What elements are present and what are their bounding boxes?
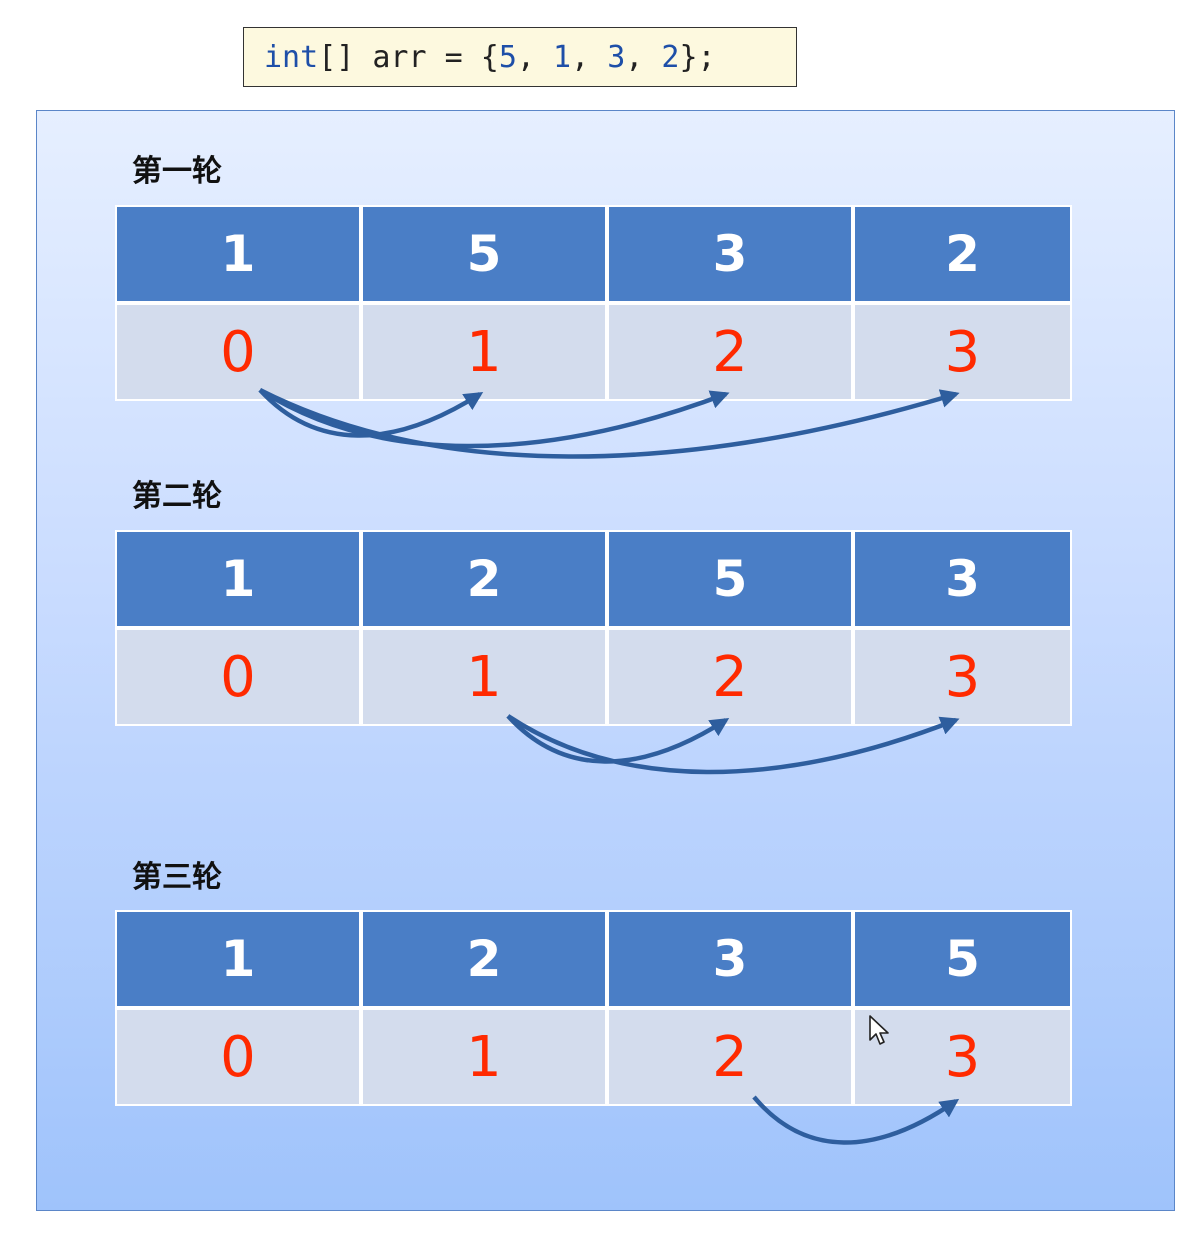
code-value-0: 5	[498, 40, 517, 75]
round-1-value-3: 2	[853, 205, 1072, 303]
code-value-3: 2	[661, 40, 680, 75]
round-3-value-0: 1	[115, 910, 361, 1008]
round-3-index-2: 2	[607, 1008, 853, 1106]
round-3-index-3: 3	[853, 1008, 1072, 1106]
round-1-value-1: 5	[361, 205, 607, 303]
mouse-pointer-icon	[869, 1015, 889, 1045]
round-1-value-0: 1	[115, 205, 361, 303]
code-value-2: 3	[607, 40, 626, 75]
round-2-value-2: 5	[607, 530, 853, 628]
round-1-label: 第一轮	[132, 154, 222, 189]
round-1-index-0: 0	[115, 303, 361, 401]
round-3-index-1: 1	[361, 1008, 607, 1106]
round-2-table: 1 2 5 3 0 1 2 3	[115, 530, 1072, 726]
code-declaration: [] arr = {	[318, 40, 499, 75]
round-1-index-3: 3	[853, 303, 1072, 401]
round-3-value-3: 5	[853, 910, 1072, 1008]
round-3-table: 1 2 3 5 0 1 2 3	[115, 910, 1072, 1106]
code-snippet: int[] arr = {5, 1, 3, 2};	[243, 27, 797, 87]
round-1-table: 1 5 3 2 0 1 2 3	[115, 205, 1072, 401]
round-3-index-0: 0	[115, 1008, 361, 1106]
round-1-index-1: 1	[361, 303, 607, 401]
code-type-keyword: int	[264, 40, 319, 75]
code-suffix: };	[679, 40, 716, 75]
round-1-value-2: 3	[607, 205, 853, 303]
round-2-value-0: 1	[115, 530, 361, 628]
round-2-value-1: 2	[361, 530, 607, 628]
round-2-index-3: 3	[853, 628, 1072, 726]
round-3-value-2: 3	[607, 910, 853, 1008]
round-1-index-2: 2	[607, 303, 853, 401]
round-2-value-3: 3	[853, 530, 1072, 628]
round-2-index-2: 2	[607, 628, 853, 726]
code-value-1: 1	[553, 40, 572, 75]
round-2-index-0: 0	[115, 628, 361, 726]
round-3-label: 第三轮	[132, 860, 222, 895]
round-3-value-1: 2	[361, 910, 607, 1008]
round-2-label: 第二轮	[132, 479, 222, 514]
round-2-index-1: 1	[361, 628, 607, 726]
